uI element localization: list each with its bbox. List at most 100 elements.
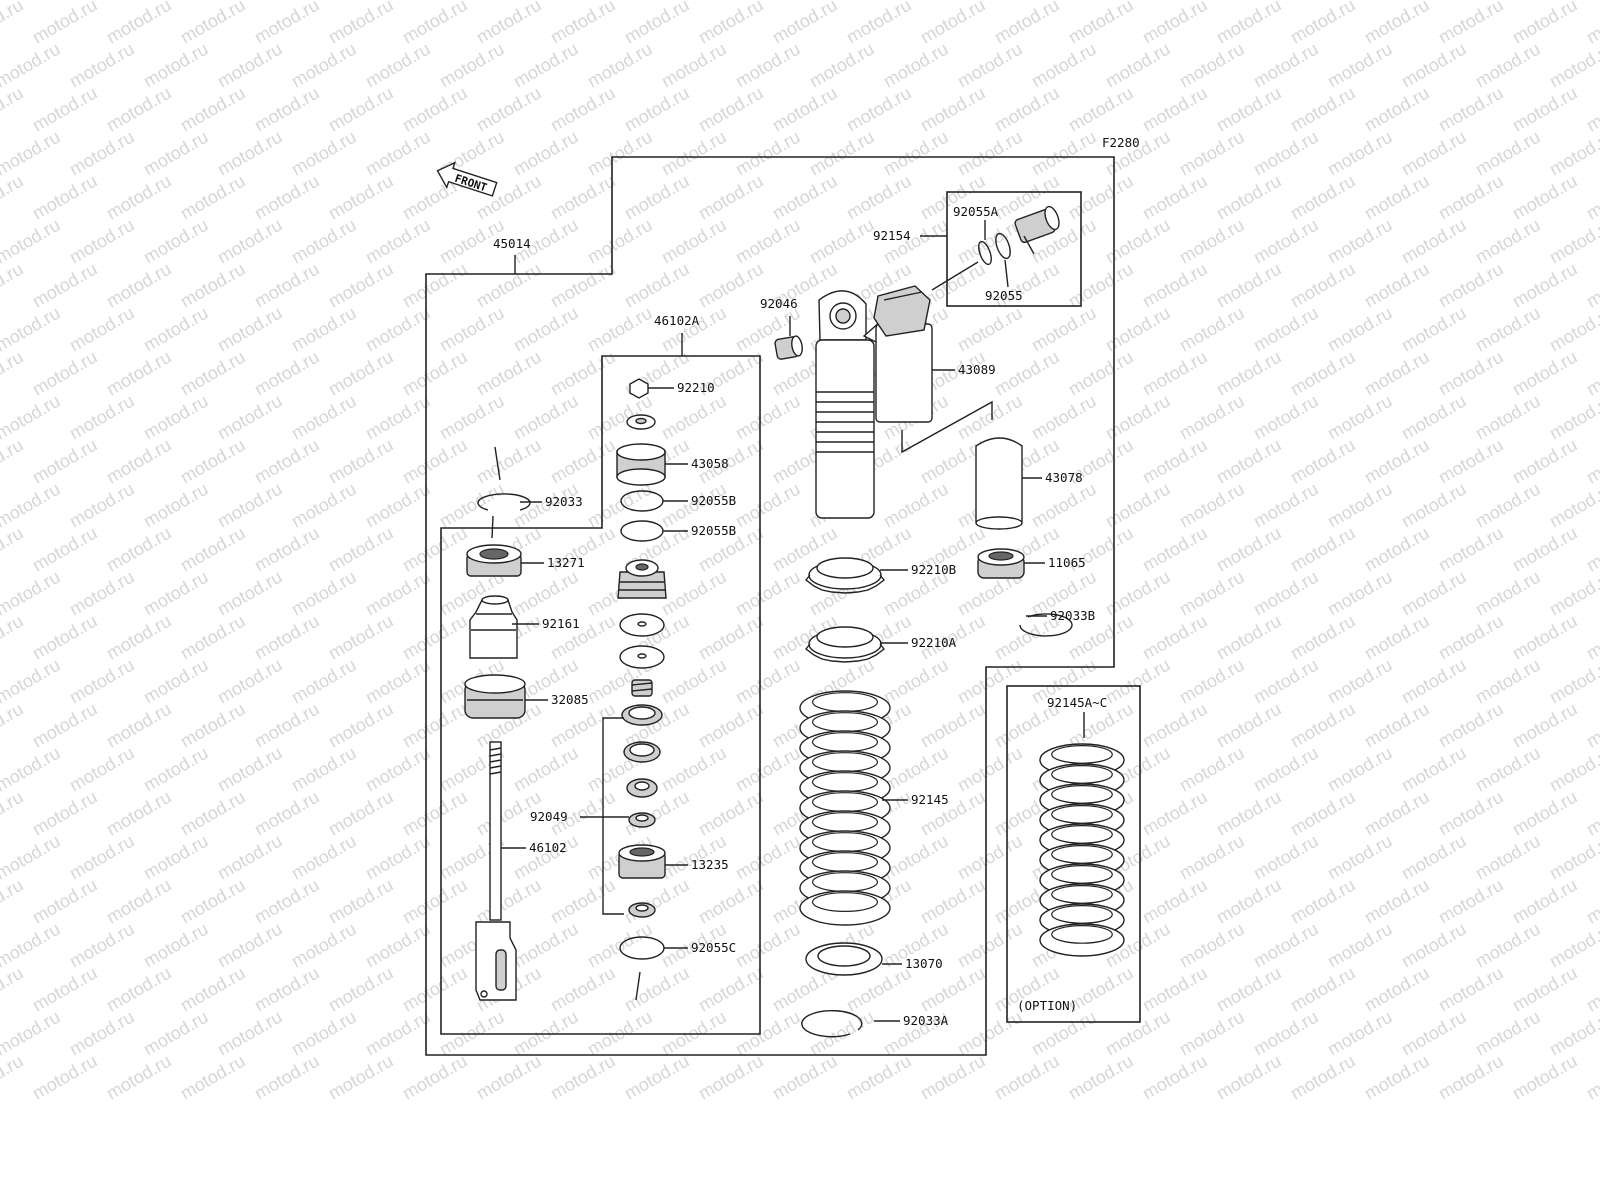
watermark-text: motod.ru: [473, 1051, 545, 1104]
label-92145: 92145: [911, 792, 949, 807]
label-45014: 45014: [493, 236, 531, 251]
watermark-text: motod.ru: [140, 39, 212, 92]
watermark-text: motod.ru: [362, 567, 434, 620]
watermark-text: motod.ru: [0, 919, 64, 972]
watermark-text: motod.ru: [103, 611, 175, 664]
watermark-text: motod.ru: [1102, 567, 1174, 620]
watermark-text: motod.ru: [510, 303, 582, 356]
watermark-text: motod.ru: [732, 39, 804, 92]
watermark-text: motod.ru: [1028, 303, 1100, 356]
watermark-text: motod.ru: [362, 127, 434, 180]
watermark-text: motod.ru: [103, 699, 175, 752]
watermark-text: motod.ru: [510, 39, 582, 92]
watermark-text: motod.ru: [66, 215, 138, 268]
watermark-text: motod.ru: [695, 259, 767, 312]
part-11065-cap: [977, 548, 1025, 579]
watermark-text: motod.ru: [1509, 611, 1581, 664]
watermark-text: motod.ru: [621, 1051, 693, 1104]
watermark-text: motod.ru: [177, 0, 249, 47]
watermark-text: motod.ru: [1324, 39, 1396, 92]
watermark-text: motod.ru: [177, 259, 249, 312]
watermark-text: motod.ru: [1435, 523, 1507, 576]
watermark-text: motod.ru: [140, 1007, 212, 1060]
watermark-text: motod.ru: [584, 303, 656, 356]
label-13271: 13271: [547, 555, 585, 570]
watermark-text: motod.ru: [103, 171, 175, 224]
watermark-text: motod.ru: [0, 743, 64, 796]
watermark-text: motod.ru: [325, 1051, 397, 1104]
watermark-text: motod.ru: [1398, 919, 1470, 972]
watermark-text: motod.ru: [880, 127, 952, 180]
watermark-text: motod.ru: [547, 259, 619, 312]
part-92210-nut: [629, 378, 649, 399]
watermark-text: motod.ru: [1398, 303, 1470, 356]
watermark-text: motod.ru: [769, 171, 841, 224]
watermark-text: motod.ru: [0, 963, 27, 1016]
watermark-text: motod.ru: [1472, 303, 1544, 356]
watermark-text: motod.ru: [1065, 1051, 1137, 1104]
watermark-text: motod.ru: [695, 1051, 767, 1104]
watermark-text: motod.ru: [1213, 435, 1285, 488]
watermark-text: motod.ru: [1398, 391, 1470, 444]
watermark-text: motod.ru: [251, 875, 323, 928]
watermark-text: motod.ru: [399, 963, 471, 1016]
watermark-text: motod.ru: [1250, 831, 1322, 884]
watermark-text: motod.ru: [1583, 699, 1600, 752]
watermark-text: motod.ru: [140, 215, 212, 268]
watermark-text: motod.ru: [1509, 435, 1581, 488]
watermark-text: motod.ru: [140, 567, 212, 620]
watermark-text: motod.ru: [288, 479, 360, 532]
label-92055a: 92055A: [953, 204, 999, 219]
watermark-text: motod.ru: [1472, 391, 1544, 444]
watermark-text: motod.ru: [1509, 259, 1581, 312]
label-92033a: 92033A: [903, 1013, 949, 1028]
watermark-text: motod.ru: [1102, 391, 1174, 444]
spring-coil-inner: [1051, 925, 1113, 944]
watermark-text: motod.ru: [473, 259, 545, 312]
watermark-text: motod.ru: [1139, 787, 1211, 840]
watermark-text: motod.ru: [1287, 963, 1359, 1016]
watermark-text: motod.ru: [1028, 1007, 1100, 1060]
part-92055b-oring-2: [620, 520, 664, 542]
watermark-text: motod.ru: [399, 259, 471, 312]
watermark-text: motod.ru: [1509, 787, 1581, 840]
watermark-text: motod.ru: [510, 919, 582, 972]
watermark-text: motod.ru: [103, 435, 175, 488]
watermark-text: motod.ru: [1065, 259, 1137, 312]
watermark-text: motod.ru: [29, 611, 101, 664]
watermark-text: motod.ru: [1361, 171, 1433, 224]
watermark-text: motod.ru: [732, 743, 804, 796]
label-92210a: 92210A: [911, 635, 957, 650]
watermark-text: motod.ru: [991, 1051, 1063, 1104]
watermark-text: motod.ru: [658, 391, 730, 444]
watermark-text: motod.ru: [1065, 83, 1137, 136]
watermark-text: motod.ru: [1324, 391, 1396, 444]
watermark-text: motod.ru: [1287, 875, 1359, 928]
option-label: (OPTION): [1017, 998, 1077, 1013]
spring-coil-inner: [811, 792, 878, 813]
watermark-text: motod.ru: [547, 1051, 619, 1104]
watermark-text: motod.ru: [214, 743, 286, 796]
watermark-text: motod.ru: [1287, 83, 1359, 136]
watermark-text: motod.ru: [362, 655, 434, 708]
watermark-text: motod.ru: [1324, 743, 1396, 796]
watermark-text: motod.ru: [177, 699, 249, 752]
label-92055b-2: 92055B: [691, 523, 736, 538]
spring-coil-inner: [811, 752, 878, 773]
watermark-text: motod.ru: [621, 963, 693, 1016]
watermark-text: motod.ru: [251, 83, 323, 136]
watermark-text: motod.ru: [547, 0, 619, 47]
spring-coil-inner: [811, 832, 878, 853]
part-46102-piston-rod: [475, 741, 517, 1001]
watermark-text: motod.ru: [325, 787, 397, 840]
watermark-text: motod.ru: [1435, 347, 1507, 400]
watermark-text: motod.ru: [1361, 347, 1433, 400]
watermark-text: motod.ru: [362, 215, 434, 268]
watermark-text: motod.ru: [547, 875, 619, 928]
watermark-text: motod.ru: [1435, 1051, 1507, 1104]
label-46102a: 46102A: [654, 313, 700, 328]
watermark-text: motod.ru: [1546, 303, 1600, 356]
label-92033b: 92033B: [1050, 608, 1095, 623]
watermark-text: motod.ru: [29, 171, 101, 224]
